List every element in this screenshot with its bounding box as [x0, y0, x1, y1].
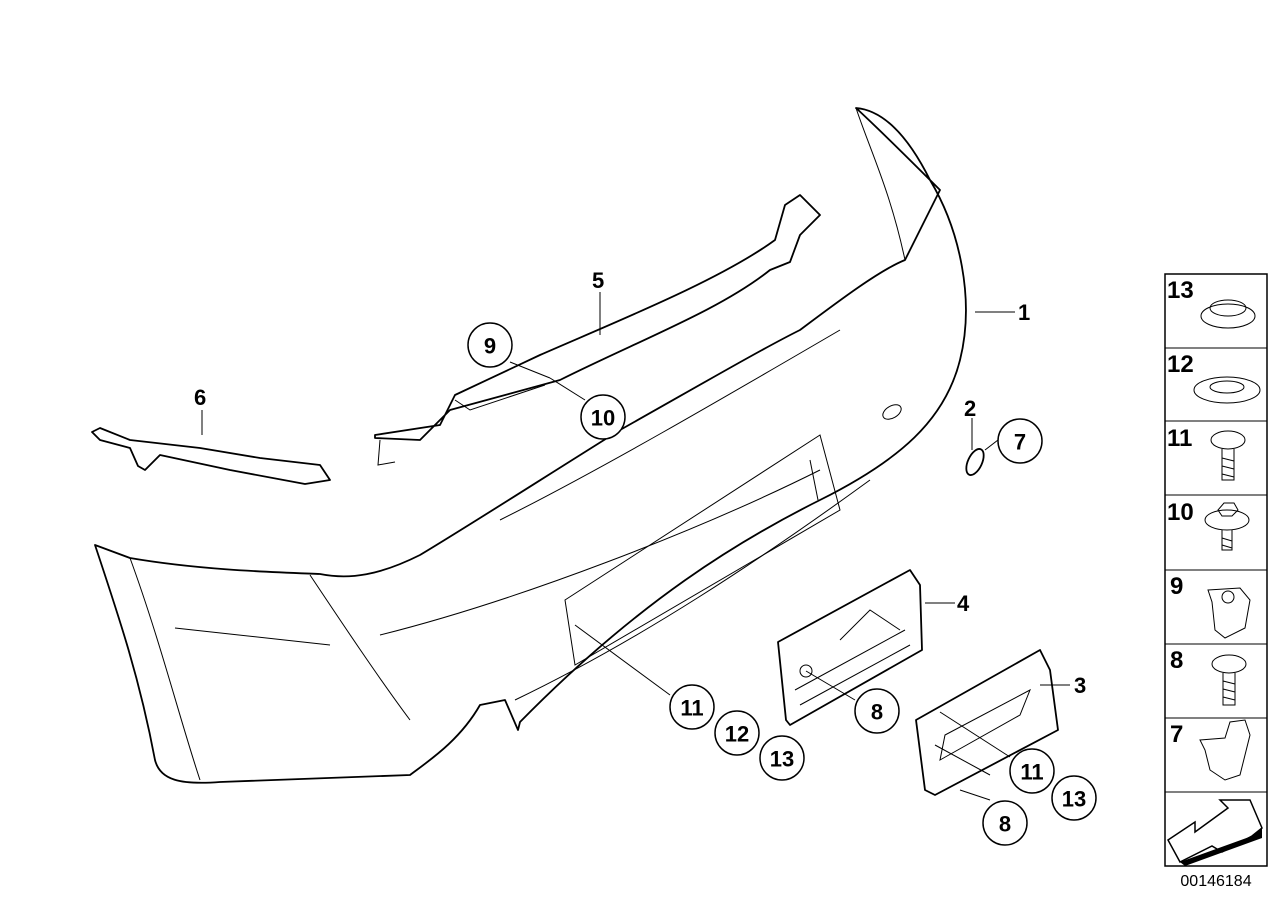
diagram-code: 00146184 — [1180, 873, 1251, 890]
screw-icon — [1210, 430, 1246, 481]
callout-8-label: 8 — [999, 812, 1011, 837]
callout-11[interactable]: 11 — [1009, 748, 1055, 794]
hex-bolt-icon — [1204, 502, 1250, 551]
legend-label-9: 9 — [1170, 573, 1183, 600]
callout-8-label: 8 — [871, 700, 883, 725]
clip-nut-icon — [1207, 587, 1251, 639]
license-plate-bracket[interactable] — [915, 649, 1059, 796]
grommet-icon — [1200, 299, 1256, 329]
license-plate-base[interactable] — [777, 569, 923, 726]
rear-bumper-cover[interactable] — [94, 107, 967, 784]
callout-2[interactable]: 2 — [964, 396, 976, 421]
callout-6[interactable]: 6 — [194, 385, 206, 410]
callout-7[interactable]: 7 — [997, 418, 1043, 464]
callout-12-label: 12 — [725, 722, 749, 747]
callout-5[interactable]: 5 — [592, 268, 604, 293]
callout-9-label: 9 — [484, 334, 496, 359]
legend-label-7: 7 — [1170, 721, 1183, 748]
callout-8[interactable]: 8 — [982, 800, 1028, 846]
washer-icon — [1193, 376, 1261, 404]
legend-label-8: 8 — [1170, 647, 1183, 674]
callout-13[interactable]: 13 — [759, 735, 805, 781]
fastener-legend: 13 12 11 10 9 8 7 00146184 — [1164, 273, 1268, 890]
callout-11-label: 11 — [680, 696, 703, 721]
callout-9[interactable]: 9 — [467, 322, 513, 368]
retaining-clip-icon — [1199, 719, 1251, 781]
carrier-bracket-side[interactable] — [91, 427, 331, 485]
tow-eye-cover[interactable] — [963, 446, 988, 477]
carrier-bracket-center[interactable] — [374, 194, 821, 441]
callout-10-label: 10 — [591, 406, 615, 431]
callout-13-label: 13 — [770, 747, 794, 772]
legend-label-12: 12 — [1167, 351, 1194, 378]
callout-10[interactable]: 10 — [580, 394, 626, 440]
callout-8[interactable]: 8 — [854, 688, 900, 734]
callout-13[interactable]: 13 — [1051, 775, 1097, 821]
callout-12[interactable]: 12 — [714, 710, 760, 756]
legend-label-10: 10 — [1167, 499, 1194, 526]
legend-label-13: 13 — [1167, 277, 1194, 304]
screw-icon — [1211, 654, 1247, 706]
callout-1[interactable]: 1 — [1018, 300, 1030, 325]
legend-label-11: 11 — [1167, 425, 1192, 452]
callout-7-label: 7 — [1014, 430, 1026, 455]
leader-lines — [201, 292, 1070, 801]
callout-11[interactable]: 11 — [669, 684, 715, 730]
callout-3[interactable]: 3 — [1074, 673, 1086, 698]
front-direction-arrow-icon — [1167, 799, 1263, 866]
callout-13-label: 13 — [1062, 787, 1086, 812]
callout-4[interactable]: 4 — [957, 591, 970, 616]
callout-11-label: 11 — [1020, 760, 1043, 785]
